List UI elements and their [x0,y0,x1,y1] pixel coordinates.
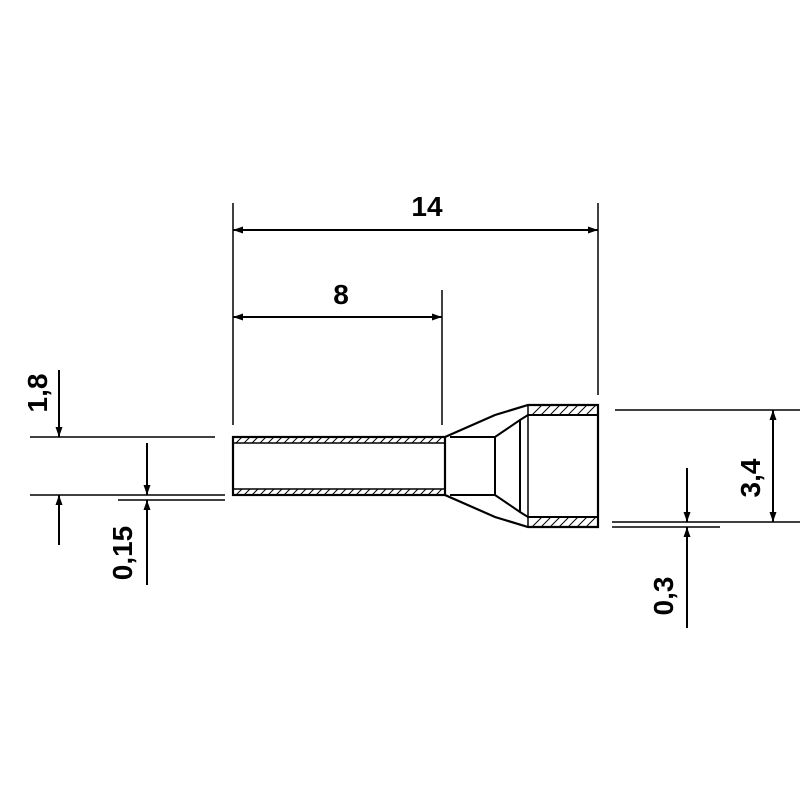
dimension-tube-diameter: 1,8 [22,370,63,545]
hatch-line [576,516,588,528]
hatch-line [315,436,323,444]
hatch-line [291,436,299,444]
dimension-collar-diameter: 3,4 [735,410,777,522]
hatch-line [299,488,307,496]
tube-diameter-label: 1,8 [22,374,53,413]
tube-wall-label: 0,15 [107,526,138,581]
hatch-line [371,436,379,444]
collar-wall-label: 0,3 [648,577,679,616]
hatch-line [558,516,570,528]
hatch-line [355,488,363,496]
dimension-overall-length: 14 [233,191,598,234]
tube-length-label: 8 [333,279,349,310]
hatch-line [387,488,395,496]
hatch-line [339,488,347,496]
hatch-line [315,488,323,496]
hatch-line [379,488,387,496]
hatch-line [585,516,597,528]
ferrule-part [231,403,600,529]
hatch-line [275,488,283,496]
hatch-line [307,436,315,444]
dimension-tube-length: 8 [233,279,442,321]
hatch-line [347,436,355,444]
hatch-line [403,436,411,444]
hatch-line [576,404,588,416]
hatch-line [567,404,579,416]
hatch-line [427,436,435,444]
hatch-line [419,488,427,496]
hatch-line [395,436,403,444]
hatch-line [411,436,419,444]
hatch-line [299,436,307,444]
collar-diameter-label: 3,4 [735,458,766,497]
hatch-line [585,404,597,416]
hatch-line [251,488,259,496]
hatch-line [435,488,443,496]
hatch-line [567,516,579,528]
hatch-line [363,436,371,444]
hatch-line [411,488,419,496]
hatch-line [307,488,315,496]
hatch-line [275,436,283,444]
hatch-line [549,516,561,528]
hatch-line [235,488,243,496]
overall-length-label: 14 [411,191,443,222]
hatch-line [379,436,387,444]
hatch-line [283,436,291,444]
hatch-line [323,488,331,496]
hatch-line [267,436,275,444]
hatch-line [363,488,371,496]
hatch-line [558,404,570,416]
hatch-line [259,436,267,444]
hatch-line [331,436,339,444]
hatch-line [339,436,347,444]
hatch-line [251,436,259,444]
hatch-line [419,436,427,444]
hatch-line [531,404,543,416]
hatch-line [395,488,403,496]
collar-outline [443,403,600,529]
hatch-line [371,488,379,496]
hatch-line [283,488,291,496]
hatch-line [347,488,355,496]
collar-wall-hatch [531,404,597,528]
hatch-line [243,436,251,444]
hatch-line [235,436,243,444]
hatch-line [259,488,267,496]
hatch-line [243,488,251,496]
hatch-line [403,488,411,496]
hatch-line [355,436,363,444]
dimension-collar-wall: 0,3 [648,468,691,628]
hatch-line [323,436,331,444]
dimension-tube-wall: 0,15 [107,443,151,585]
hatch-line [387,436,395,444]
hatch-line [427,488,435,496]
hatch-line [540,404,552,416]
hatch-line [267,488,275,496]
hatch-line [435,436,443,444]
hatch-line [540,516,552,528]
hatch-line [549,404,561,416]
hatch-line [291,488,299,496]
hatch-line [331,488,339,496]
hatch-line [531,516,543,528]
